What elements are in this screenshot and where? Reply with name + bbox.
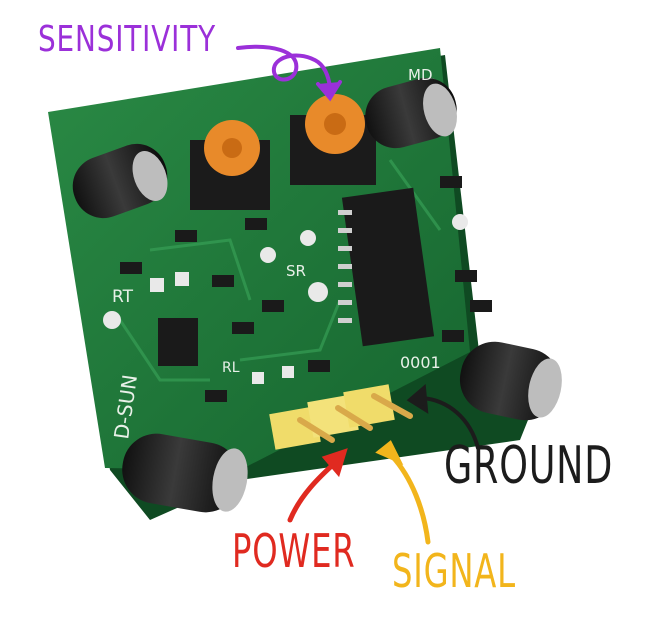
header-pins: [269, 384, 413, 450]
sensitivity-arrow: [236, 44, 342, 102]
capacitor-bottom-left: [122, 433, 248, 513]
pads: [150, 230, 328, 384]
sr-silkscreen: SR: [286, 262, 306, 280]
code-silkscreen: 0001: [400, 353, 441, 372]
rt-silkscreen: RT: [112, 287, 134, 307]
power-label: POWER: [232, 524, 356, 578]
capacitor-bottom-right: [459, 341, 562, 421]
sensitivity-label: SENSITIVITY: [38, 19, 216, 60]
power-arrow: [287, 448, 348, 523]
signal-arrow: [375, 440, 431, 545]
ground-label: GROUND: [444, 436, 614, 496]
md-silkscreen: MD: [408, 66, 433, 84]
ground-arrow: [406, 383, 480, 450]
rl-silkscreen: RL: [222, 360, 240, 376]
potentiometer-right: [290, 94, 376, 185]
smd-components: [120, 176, 492, 402]
potentiometer-left: [190, 120, 270, 210]
ic-chip: [338, 187, 435, 347]
capacitor-top-right: [365, 77, 457, 149]
signal-label: SIGNAL: [392, 544, 516, 598]
capacitor-top-left: [72, 143, 168, 219]
